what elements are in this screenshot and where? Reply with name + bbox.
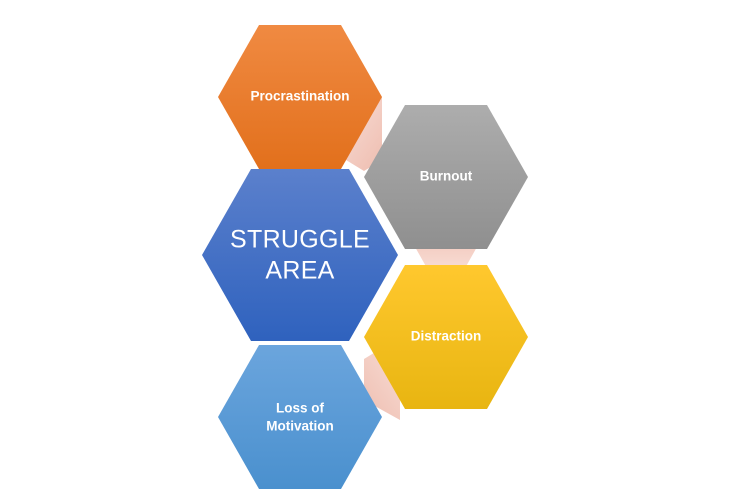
hexagon-burnout-label: Burnout bbox=[420, 169, 473, 184]
hexagon-struggle-area-shape[interactable] bbox=[202, 169, 398, 341]
hexagon-burnout-shape[interactable] bbox=[364, 105, 528, 249]
hexagon-loss-of-motivation-shape[interactable] bbox=[218, 345, 382, 489]
hexagon-distraction[interactable]: Distraction bbox=[364, 265, 528, 409]
hexagon-procrastination[interactable]: Procrastination bbox=[218, 25, 382, 169]
hexagon-distraction-shape[interactable] bbox=[364, 265, 528, 409]
hexagon-loss-of-motivation-label-line2: Motivation bbox=[266, 419, 334, 434]
hexagon-procrastination-shape[interactable] bbox=[218, 25, 382, 169]
hexagon-procrastination-label: Procrastination bbox=[250, 89, 349, 104]
hexagon-struggle-area[interactable]: STRUGGLE AREA bbox=[202, 169, 398, 341]
hexagon-loss-of-motivation[interactable]: Loss of Motivation bbox=[218, 345, 382, 489]
hexagon-struggle-area-label-line1: STRUGGLE bbox=[230, 226, 370, 254]
connector-procrastination-to-burnout bbox=[346, 97, 382, 171]
hexagon-distraction-label: Distraction bbox=[411, 329, 482, 344]
hexagon-loss-of-motivation-label-line1: Loss of bbox=[276, 401, 325, 416]
hexagon-struggle-area-label-line2: AREA bbox=[265, 257, 334, 285]
hexagon-burnout[interactable]: Burnout bbox=[364, 105, 528, 249]
